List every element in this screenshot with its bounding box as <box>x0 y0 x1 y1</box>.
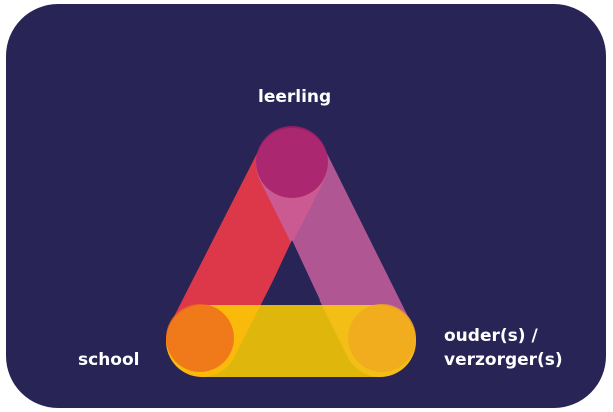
diagram-card: leerling school ouder(s) / verzorger(s) <box>6 4 606 408</box>
leerling-node <box>256 126 328 198</box>
node-label-ouders-line1: ouder(s) / <box>444 326 538 346</box>
school-node <box>166 304 234 372</box>
inner-triangle <box>264 240 320 300</box>
node-label-leerling: leerling <box>258 87 332 107</box>
node-label-ouders: ouder(s) / verzorger(s) <box>444 324 563 372</box>
triangle-diagram <box>166 126 416 377</box>
node-label-school: school <box>78 350 140 370</box>
node-label-ouders-line2: verzorger(s) <box>444 350 563 370</box>
ouders-node <box>348 304 416 372</box>
